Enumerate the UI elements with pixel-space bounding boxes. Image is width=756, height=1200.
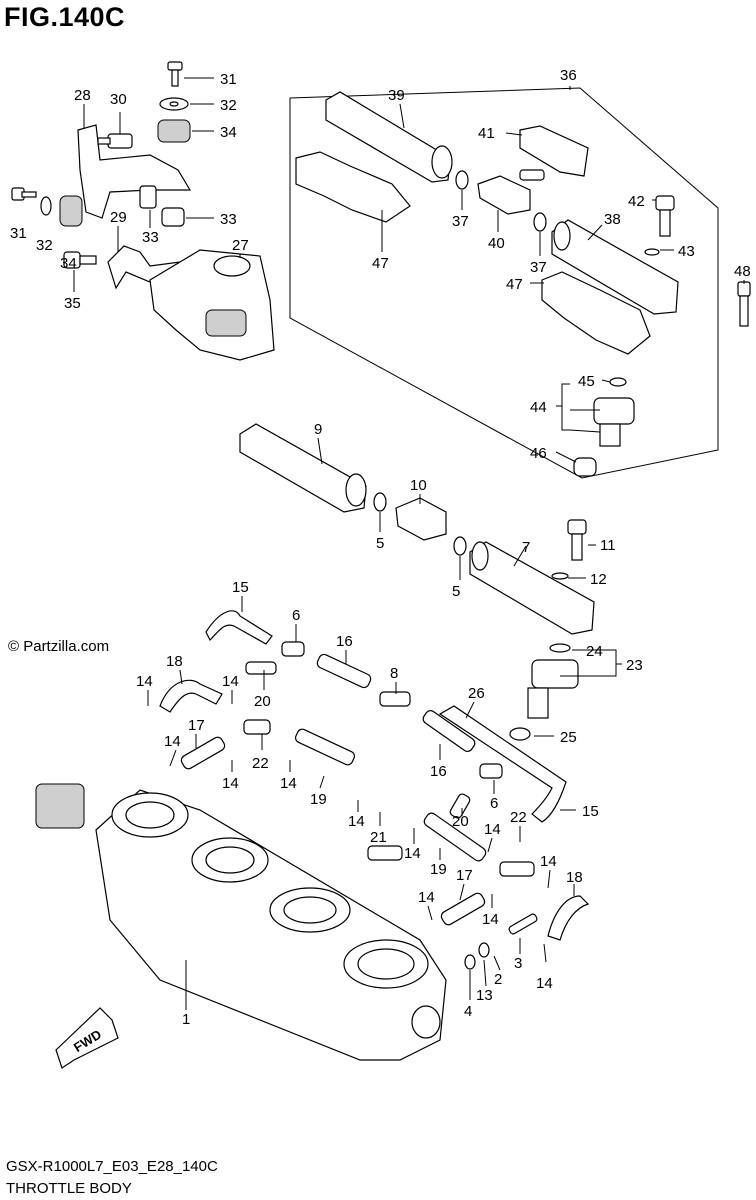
callout-label: 11: [600, 537, 616, 554]
callout-label: 44: [530, 399, 547, 416]
injector-group-parts: [295, 91, 679, 477]
callout-label: 31: [10, 225, 27, 242]
bracket-assembly: [11, 61, 275, 361]
leader-lines: [73, 77, 745, 1010]
callout-label: 14: [540, 853, 557, 870]
callout-label: 19: [430, 861, 447, 878]
callout-label: 12: [590, 571, 607, 588]
callout-label: 4: [464, 1003, 472, 1020]
callout-label: 40: [488, 235, 505, 252]
callout-label: 33: [220, 211, 237, 228]
callout-label: 17: [456, 867, 473, 884]
callout-label: 27: [232, 237, 249, 254]
bolt-48: [737, 281, 751, 327]
callout-label: 47: [372, 255, 389, 272]
callout-label: 18: [166, 653, 183, 670]
callout-label: 31: [220, 71, 237, 88]
callout-label: 37: [530, 259, 547, 276]
watermark-text: © Partzilla.com: [8, 638, 110, 655]
callout-label: 8: [390, 665, 398, 682]
callout-label: 14: [136, 673, 153, 690]
figure-title: FIG.140C: [4, 2, 126, 32]
callout-label: 17: [188, 717, 205, 734]
callout-label: 13: [476, 987, 493, 1004]
callout-label: 35: [64, 295, 81, 312]
footer-name: THROTTLE BODY: [6, 1180, 132, 1197]
callout-label: 14: [404, 845, 421, 862]
callout-label: 9: [314, 421, 322, 438]
callout-label: 20: [254, 693, 271, 710]
callout-label: 21: [370, 829, 387, 846]
callout-label: 15: [582, 803, 599, 820]
callout-label: 48: [734, 263, 751, 280]
callout-label: 32: [36, 237, 53, 254]
throttle-body: [35, 783, 447, 1061]
callout-label: 19: [310, 791, 327, 808]
callout-label: 6: [490, 795, 498, 812]
callout-label: 14: [222, 775, 239, 792]
callout-label: 45: [578, 373, 595, 390]
injector-group-box: [289, 87, 719, 479]
callout-labels: 31 32 34 28 30 31 32 34 33 33 29 27 35 3…: [10, 67, 751, 1028]
callout-label: 16: [336, 633, 353, 650]
callout-label: 14: [348, 813, 365, 830]
callout-label: 47: [506, 276, 523, 293]
callout-label: 34: [220, 124, 237, 141]
callout-label: 39: [388, 87, 405, 104]
callout-label: 14: [536, 975, 553, 992]
callout-label: 34: [60, 255, 77, 272]
callout-label: 30: [110, 91, 127, 108]
callout-label: 15: [232, 579, 249, 596]
callout-label: 41: [478, 125, 495, 142]
footer-code: GSX-R1000L7_E03_E28_140C: [6, 1158, 218, 1175]
callout-label: 16: [430, 763, 447, 780]
callout-label: 14: [484, 821, 501, 838]
callout-label: 5: [376, 535, 384, 552]
callout-label: 38: [604, 211, 621, 228]
callout-label: 3: [514, 955, 522, 972]
callout-label: 18: [566, 869, 583, 886]
callout-label: 20: [452, 813, 469, 830]
callout-label: 25: [560, 729, 577, 746]
callout-label: 14: [418, 889, 435, 906]
fwd-arrow: FWD: [55, 1007, 119, 1069]
callout-label: 37: [452, 213, 469, 230]
callout-label: 2: [494, 971, 502, 988]
callout-label: 10: [410, 477, 427, 494]
callout-label: 22: [510, 809, 527, 826]
callout-label: 23: [626, 657, 643, 674]
callout-label: 22: [252, 755, 269, 772]
callout-label: 29: [110, 209, 127, 226]
callout-label: 14: [222, 673, 239, 690]
callout-label: 36: [560, 67, 577, 84]
callout-label: 32: [220, 97, 237, 114]
callout-label: 7: [522, 539, 530, 556]
callout-label: 43: [678, 243, 695, 260]
callout-label: 14: [164, 733, 181, 750]
callout-label: 6: [292, 607, 300, 624]
callout-label: 24: [586, 643, 603, 660]
hoses: [159, 610, 590, 970]
callout-label: 26: [468, 685, 485, 702]
callout-label: 5: [452, 583, 460, 600]
callout-label: 33: [142, 229, 159, 246]
callout-label: 46: [530, 445, 547, 462]
callout-label: 14: [482, 911, 499, 928]
secondary-rail-parts: [239, 423, 595, 741]
callout-label: 42: [628, 193, 645, 210]
callout-label: 14: [280, 775, 297, 792]
callout-label: 28: [74, 87, 91, 104]
callout-label: 1: [182, 1011, 190, 1028]
